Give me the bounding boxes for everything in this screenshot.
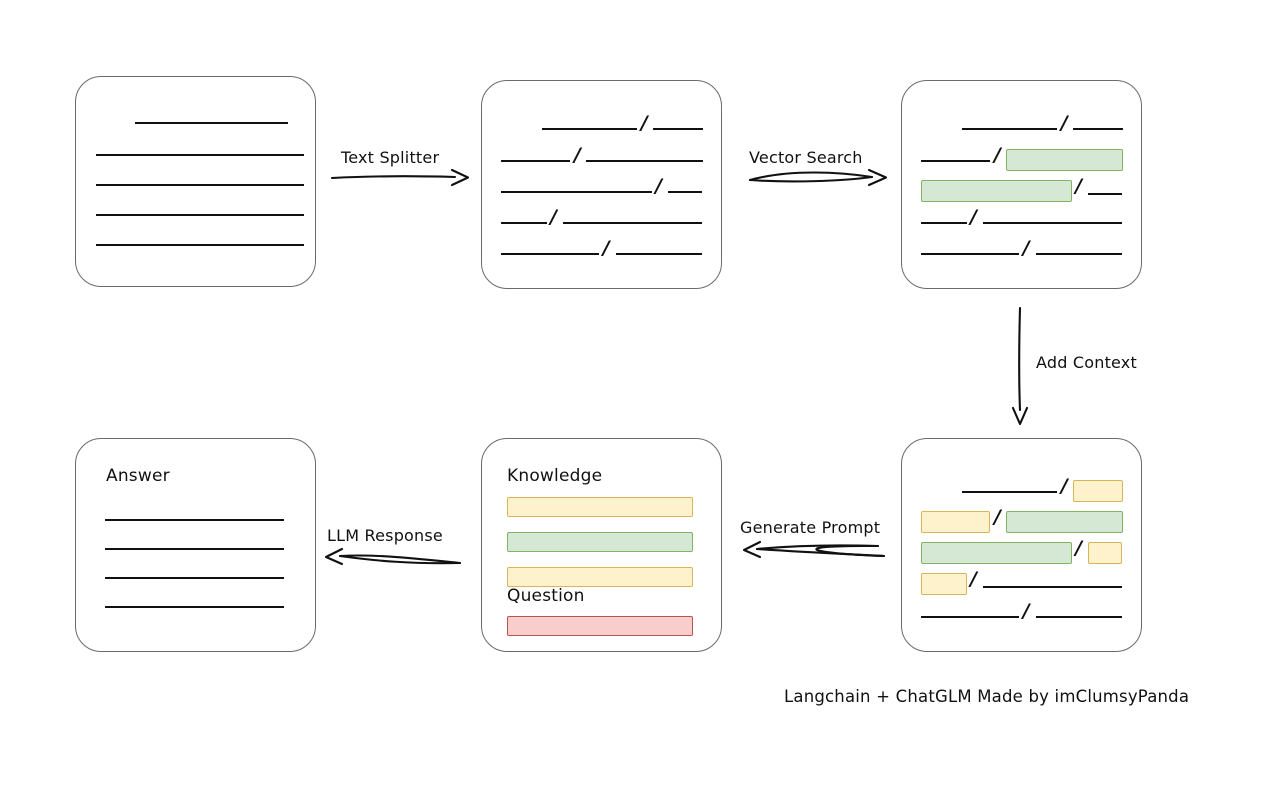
chunk-segment <box>501 253 600 255</box>
source-document-card[interactable] <box>75 76 316 287</box>
chunk-separator: / <box>1075 537 1083 559</box>
edge-label-add-context: Add Context <box>1036 353 1137 372</box>
arrow-generate-prompt <box>742 540 886 559</box>
answer-label: Answer <box>106 466 170 486</box>
knowledge-bar[interactable] <box>507 497 693 517</box>
chunk-separator: / <box>1060 112 1068 134</box>
chunk-segment <box>1072 128 1124 130</box>
chunk-segment <box>541 128 638 130</box>
chunk-separator: / <box>1022 237 1030 259</box>
document-line <box>96 244 305 246</box>
context-chunk[interactable] <box>1088 542 1122 564</box>
footer-credit: Langchain + ChatGLM Made by imClumsyPand… <box>784 687 1190 706</box>
chunk-segment <box>961 491 1058 493</box>
arrow-text-splitter <box>330 168 470 187</box>
edge-label-text-splitter: Text Splitter <box>341 148 440 167</box>
chunk-separator: / <box>970 568 978 590</box>
retrieved-chunk[interactable] <box>921 542 1072 564</box>
retrieved-chunk[interactable] <box>1005 149 1124 171</box>
knowledge-label: Knowledge <box>507 466 603 486</box>
edge-label-generate-prompt: Generate Prompt <box>740 518 881 537</box>
retrieved-chunk[interactable] <box>1005 511 1124 533</box>
document-line <box>135 122 289 124</box>
chunk-separator: / <box>655 175 663 197</box>
chunk-separator: / <box>1060 475 1068 497</box>
chunk-segment <box>585 160 704 162</box>
retrieved-chunk[interactable] <box>921 180 1072 202</box>
context-chunk[interactable] <box>921 511 991 533</box>
question-label: Question <box>507 586 585 606</box>
chunk-separator: / <box>994 506 1001 528</box>
chunk-separator: / <box>574 144 581 166</box>
chunk-segment <box>668 191 702 193</box>
chunk-separator: / <box>1022 600 1030 622</box>
chunk-segment <box>501 222 547 224</box>
question-bar[interactable] <box>507 616 693 636</box>
chunk-separator: / <box>640 112 648 134</box>
answer-line <box>104 606 284 608</box>
chunk-segment <box>1035 616 1122 618</box>
chunk-separator: / <box>994 144 1001 166</box>
chunk-separator: / <box>970 206 978 228</box>
answer-line <box>104 548 284 550</box>
answer-line <box>104 519 284 521</box>
chunk-segment <box>921 222 967 224</box>
answer-line <box>104 577 284 579</box>
chunk-segment <box>501 191 652 193</box>
context-document-card[interactable]: / / / / / <box>901 438 1142 652</box>
chunk-segment <box>501 160 571 162</box>
chunk-segment <box>1035 253 1122 255</box>
context-chunk[interactable] <box>1072 480 1124 502</box>
knowledge-bar[interactable] <box>507 567 693 587</box>
chunk-segment <box>615 253 702 255</box>
prompt-card[interactable]: Knowledge Question <box>481 438 722 652</box>
chunk-separator: / <box>602 237 610 259</box>
document-line <box>96 184 305 186</box>
arrow-llm-response <box>324 547 462 566</box>
edge-label-llm-response: LLM Response <box>327 526 443 545</box>
document-line <box>96 154 305 156</box>
chunk-segment <box>921 616 1020 618</box>
chunk-segment <box>652 128 704 130</box>
split-document-card[interactable]: / / / / / <box>481 80 722 289</box>
chunk-segment <box>563 222 702 224</box>
searched-document-card[interactable]: / / / / / <box>901 80 1142 289</box>
edge-label-vector-search: Vector Search <box>749 148 863 167</box>
context-chunk[interactable] <box>921 573 967 595</box>
chunk-separator: / <box>550 206 558 228</box>
document-line <box>96 214 305 216</box>
chunk-segment <box>983 222 1122 224</box>
chunk-segment <box>1088 193 1122 195</box>
knowledge-bar[interactable] <box>507 532 693 552</box>
chunk-separator: / <box>1075 175 1083 197</box>
chunk-segment <box>983 586 1122 588</box>
answer-card[interactable]: Answer <box>75 438 316 652</box>
chunk-segment <box>961 128 1058 130</box>
arrow-add-context <box>1011 306 1029 426</box>
chunk-segment <box>921 160 991 162</box>
chunk-segment <box>921 253 1020 255</box>
arrow-vector-search <box>748 168 888 187</box>
